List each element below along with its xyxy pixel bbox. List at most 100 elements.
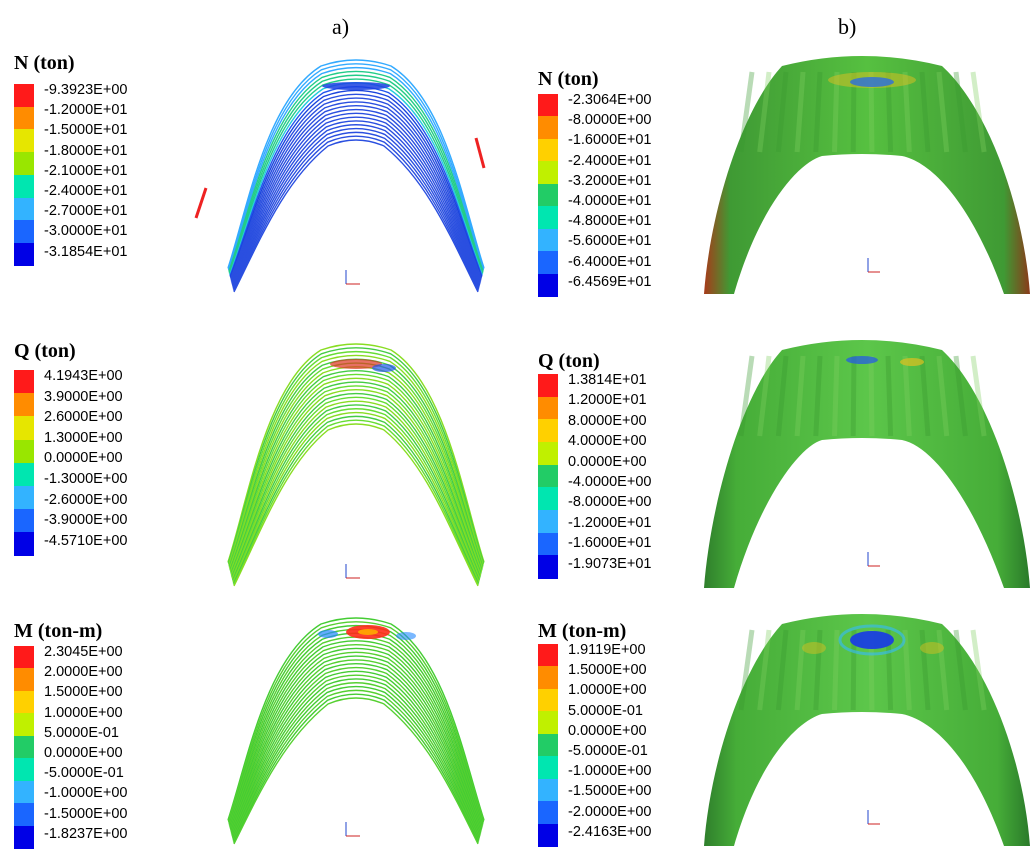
ring-line [232, 682, 480, 840]
ring-line [227, 63, 485, 270]
ring-line [230, 655, 482, 832]
legend-swatch [538, 396, 558, 420]
ring-line [231, 678, 481, 839]
legend-label: -1.0000E+00 [44, 785, 128, 802]
legend-swatch [14, 174, 34, 199]
ring-line [232, 127, 480, 289]
legend-swatch [14, 129, 34, 153]
hotspot-marker [194, 187, 208, 219]
legend-swatch [14, 780, 34, 804]
legend-label: -2.0000E+00 [568, 803, 652, 820]
legend-swatch [538, 374, 558, 398]
wireframe-rings [227, 59, 485, 293]
legend-swatch [538, 419, 558, 443]
legend-label: -2.4163E+00 [568, 823, 652, 840]
axis-triad-icon [345, 270, 360, 285]
hotspot-marker [396, 632, 416, 640]
hotspot-marker [850, 77, 894, 87]
legend-label: -1.6000E+01 [568, 132, 652, 149]
tunnel-surface [704, 340, 1030, 588]
legend-title: N (ton) [14, 52, 75, 74]
legend-swatch [14, 803, 34, 827]
legend-label: -1.8237E+00 [44, 825, 128, 842]
wireframe-rings [227, 343, 485, 587]
tunnel-opening [752, 447, 982, 588]
ring-line [227, 59, 485, 269]
legend-label: 2.0000E+00 [44, 664, 123, 681]
legend-swatch [538, 464, 558, 488]
plot-b-n-surface [700, 46, 1032, 298]
legend-label: -4.0000E+01 [568, 193, 652, 209]
legend-swatch [14, 197, 34, 221]
hotspot-marker [920, 642, 944, 654]
legend-label: -3.2000E+01 [568, 172, 652, 189]
ring-line [231, 400, 481, 580]
legend-swatch [14, 825, 34, 849]
hotspot-marker [372, 364, 396, 372]
legend-swatch [14, 485, 34, 510]
legend-label: 1.3814E+01 [568, 372, 647, 388]
legend-label: -1.5000E+00 [568, 783, 652, 800]
legend-swatch [538, 228, 558, 252]
legend-swatch [14, 439, 34, 464]
tunnel-wireframe-m [227, 617, 485, 845]
legend-label: 1.5000E+00 [568, 662, 647, 679]
legend-swatch [538, 778, 558, 802]
legend-swatch [538, 688, 558, 712]
legend-label: 1.9119E+00 [568, 642, 646, 658]
legend-swatch [538, 251, 558, 275]
legend-swatch [538, 273, 558, 297]
ring-line [231, 392, 481, 578]
ring-line [229, 377, 483, 573]
ring-line [230, 659, 482, 833]
ring-line [230, 97, 482, 280]
legend-title: M (ton-m) [538, 620, 627, 642]
tunnel-surface-m [704, 614, 1030, 846]
ring-line [228, 78, 484, 274]
ring-line [231, 112, 481, 285]
ring-line [228, 70, 484, 272]
legend-label: -4.8000E+01 [568, 213, 652, 230]
ring-line [231, 674, 481, 838]
legend-label: -4.0000E+00 [568, 474, 652, 490]
ring-line [227, 617, 485, 821]
legend-swatch [14, 668, 34, 692]
ring-line [229, 651, 483, 831]
hotspot-marker [322, 82, 390, 90]
legend-swatch [538, 116, 558, 140]
axis-triad-icon [867, 810, 880, 825]
legend-swatch [14, 646, 34, 670]
legend-label: -6.4569E+01 [568, 273, 652, 290]
ring-line [229, 370, 483, 571]
ring-line [230, 389, 482, 576]
legend-swatch [14, 416, 34, 441]
ring-line [227, 347, 485, 564]
hotspot-marker [802, 642, 826, 654]
legend-label: -2.3064E+00 [568, 92, 652, 108]
legend-label: -2.6000E+00 [44, 491, 128, 508]
legend-label: 1.0000E+00 [568, 682, 647, 699]
ring-line [230, 385, 482, 575]
legend-swatch [538, 487, 558, 511]
legend-label: -3.9000E+00 [44, 512, 128, 529]
ring-line [230, 101, 482, 281]
ring-line [232, 689, 480, 843]
ring-line [229, 89, 483, 278]
tunnel-opening [752, 163, 982, 294]
column-label-a: a) [332, 14, 350, 39]
ring-line [229, 373, 483, 572]
hotspot-marker [318, 630, 338, 638]
legend-swatch [538, 801, 558, 825]
axis-triad-icon [867, 258, 880, 273]
ring-line [227, 66, 485, 271]
tunnel-surface [704, 614, 1030, 846]
legend-swatch [538, 711, 558, 735]
plot-a-m-wireframe [186, 606, 526, 850]
axis-triad-icon [345, 822, 360, 837]
legend-label: -6.4000E+01 [568, 253, 652, 270]
plot-b-q-surface [700, 330, 1032, 592]
legend-swatch [538, 532, 558, 556]
legend-swatch [538, 94, 558, 118]
legend-swatch [14, 106, 34, 131]
legend-swatch [538, 510, 558, 534]
